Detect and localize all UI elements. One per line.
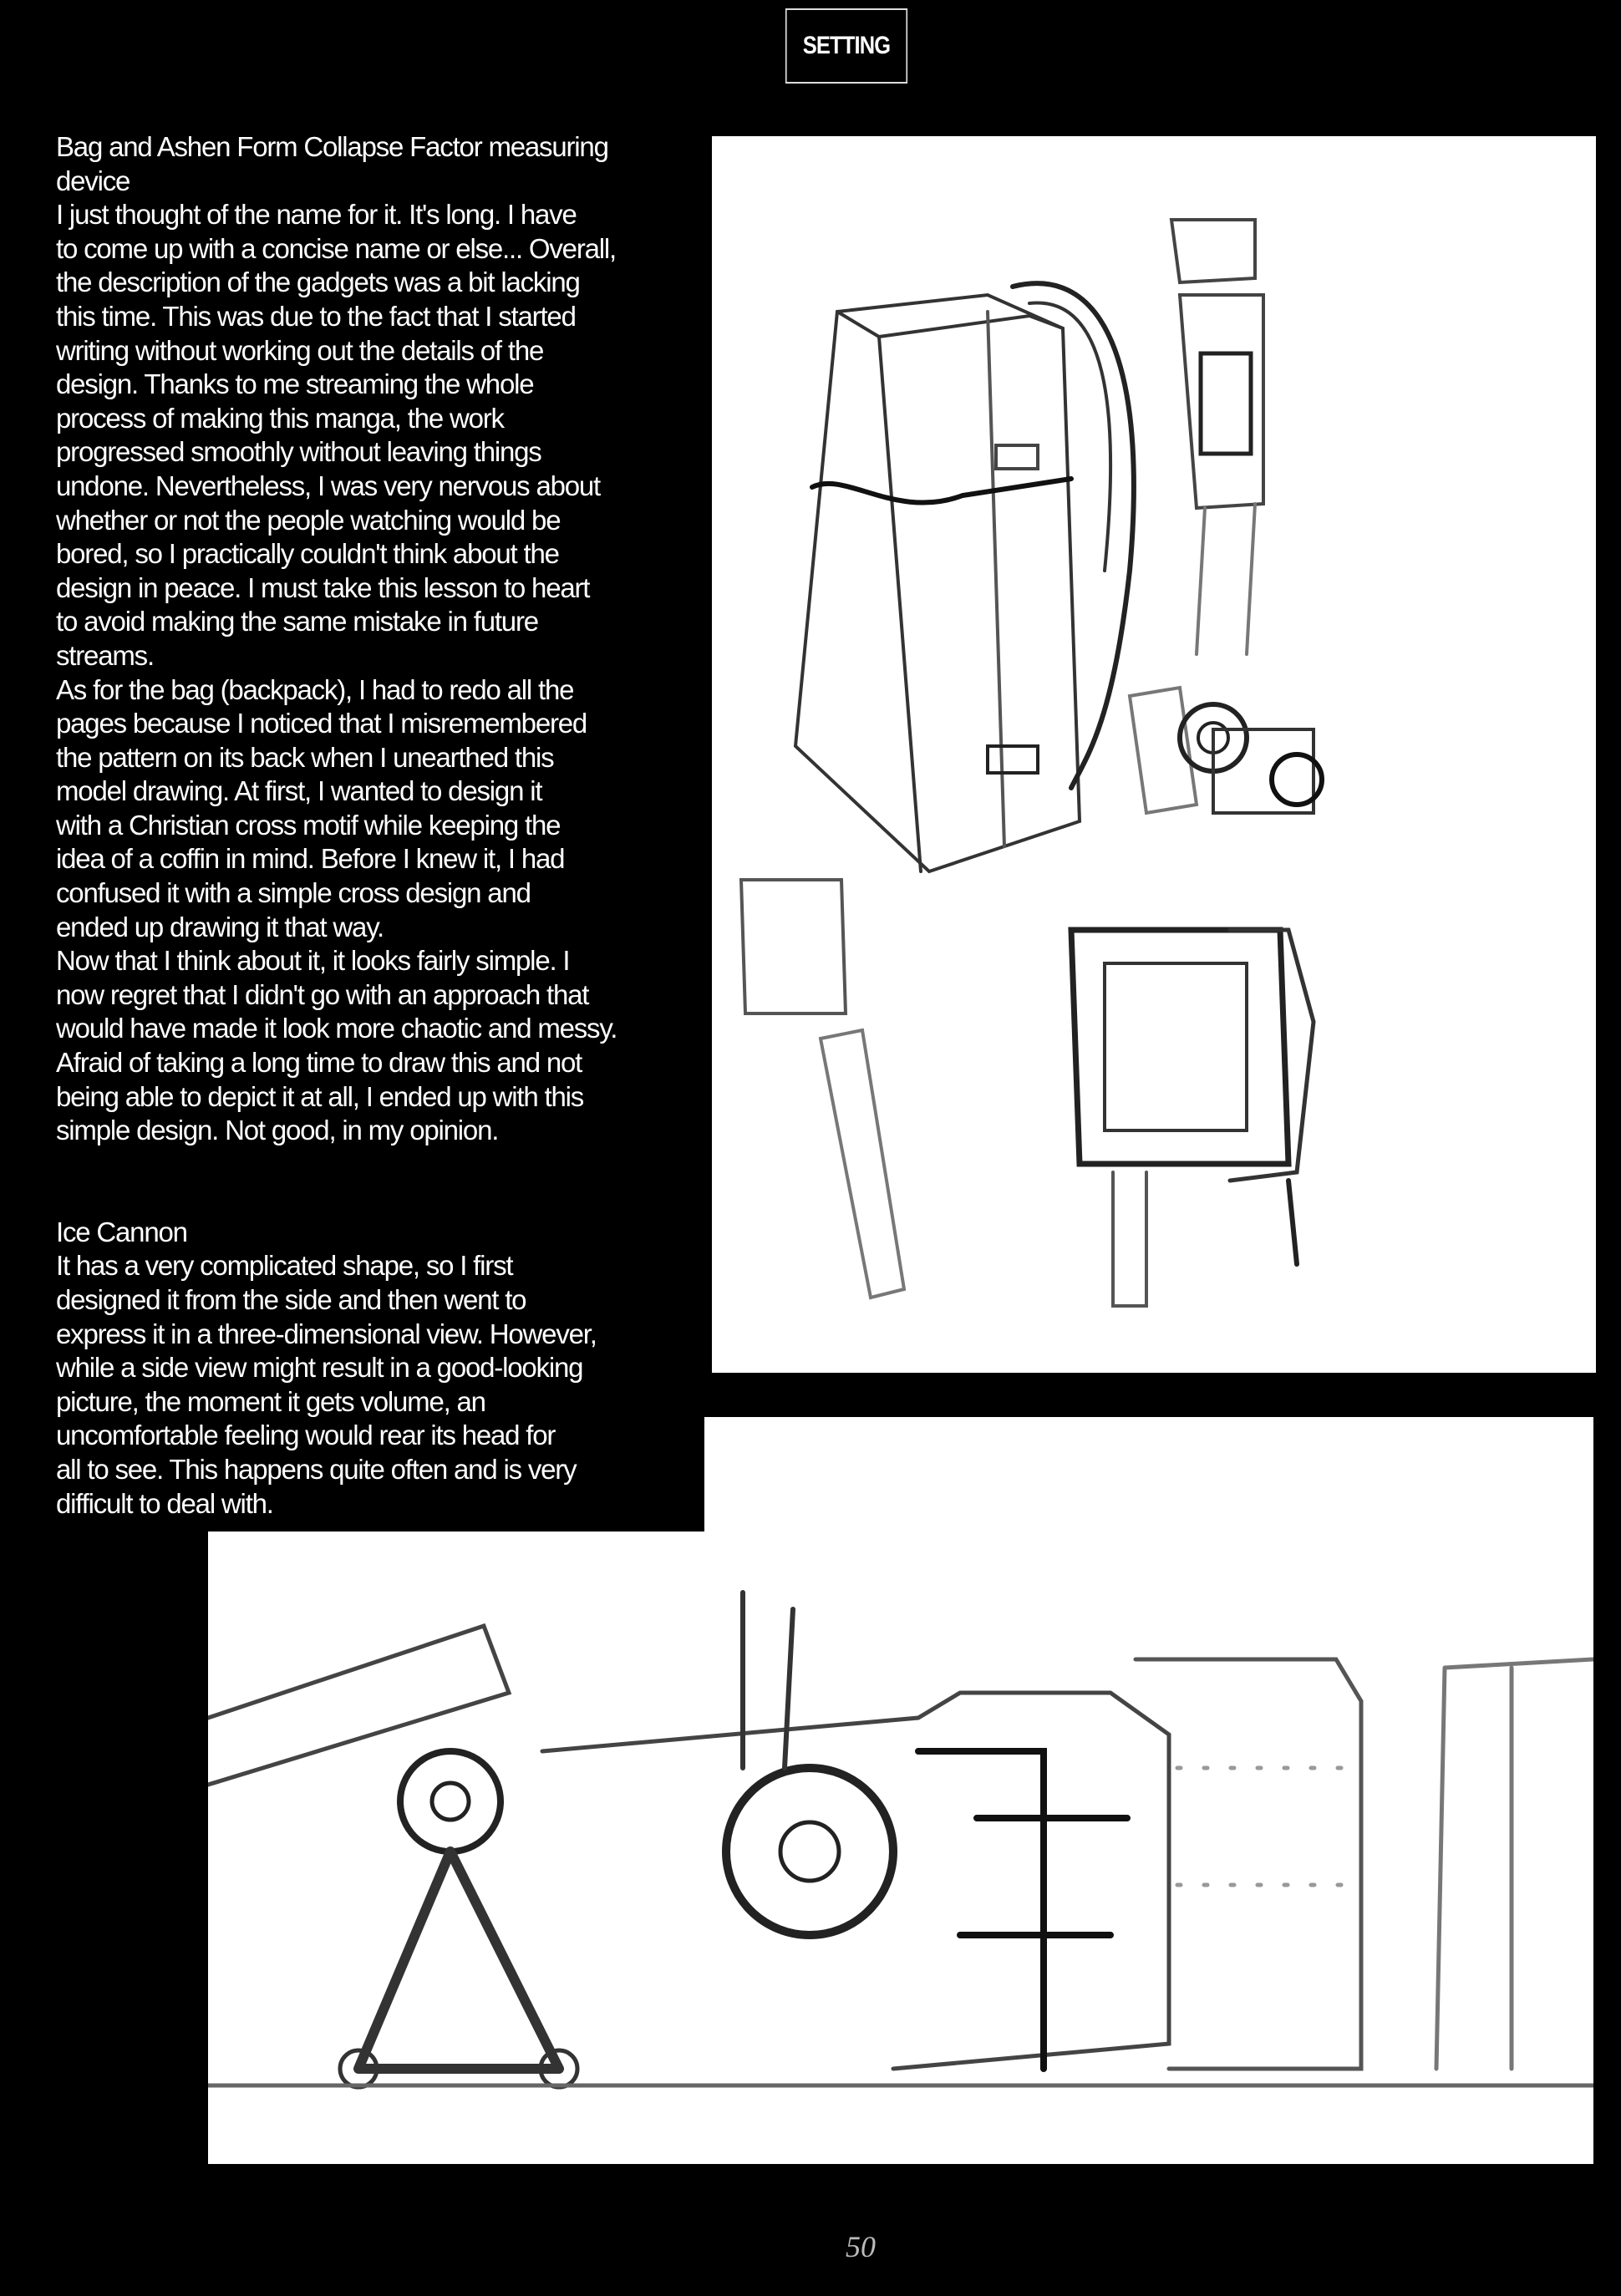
section-bag-device: Bag and Ashen Form Collapse Factor measu… <box>56 130 617 1148</box>
page-number: 50 <box>846 2230 876 2263</box>
text-line: to come up with a concise name or else..… <box>56 232 617 264</box>
text-line: picture, the moment it gets volume, an <box>56 1385 486 1417</box>
text-line: would have made it look more chaotic and… <box>56 1013 617 1044</box>
text-line: to avoid making the same mistake in futu… <box>56 606 539 637</box>
text-line: this time. This was due to the fact that… <box>56 300 577 332</box>
text-line: uncomfortable feeling would rear its hea… <box>56 1420 556 1451</box>
text-line: being able to depict it at all, I ended … <box>56 1080 584 1112</box>
text-line: writing without working out the details … <box>56 334 544 366</box>
text-line: design in peace. I must take this lesson… <box>56 571 590 603</box>
text-line: process of making this manga, the work <box>56 402 505 434</box>
text-line: the description of the gadgets was a bit… <box>56 267 581 298</box>
text-line: Afraid of taking a long time to draw thi… <box>56 1047 582 1079</box>
commentary-panel <box>0 125 704 1532</box>
text-line: now regret that I didn't go with an appr… <box>56 978 589 1010</box>
text-line: ended up drawing it that way. <box>56 911 384 942</box>
section-title: Ice Cannon <box>56 1216 188 1247</box>
text-line: undone. Nevertheless, I was very nervous… <box>56 470 601 501</box>
section-title: Bag and Ashen Form Collapse Factor measu… <box>56 131 609 162</box>
text-line: designed it from the side and then went … <box>56 1284 527 1315</box>
section-header-label: SETTING <box>802 32 891 59</box>
sketch-bag-and-device <box>712 136 1596 1373</box>
text-line: Now that I think about it, it looks fair… <box>56 945 571 977</box>
commentary-text: Bag and Ashen Form Collapse Factor measu… <box>56 130 617 1521</box>
text-line: I just thought of the name for it. It's … <box>56 199 577 231</box>
text-line: the pattern on its back when I unearthed… <box>56 741 555 773</box>
text-line: model drawing. At first, I wanted to des… <box>56 775 542 807</box>
text-line: streams. <box>56 639 155 671</box>
text-line: while a side view might result in a good… <box>56 1352 583 1384</box>
text-line: idea of a coffin in mind. Before I knew … <box>56 843 566 875</box>
text-line: pages because I noticed that I misrememb… <box>56 708 587 739</box>
text-line: design. Thanks to me streaming the whole <box>56 368 535 400</box>
text-line: As for the bag (backpack), I had to redo… <box>56 673 574 705</box>
section-header-setting: SETTING <box>785 8 908 84</box>
text-line: difficult to deal with. <box>56 1487 274 1519</box>
text-line: bored, so I practically couldn't think a… <box>56 538 560 570</box>
text-line: whether or not the people watching would… <box>56 504 562 536</box>
text-line: confused it with a simple cross design a… <box>56 877 531 909</box>
text-line: It has a very complicated shape, so I fi… <box>56 1250 514 1282</box>
text-line: progressed smoothly without leaving thin… <box>56 436 542 468</box>
text-line: express it in a three-dimensional view. … <box>56 1318 597 1349</box>
sketch-ice-cannon <box>208 1417 1593 2164</box>
text-line: all to see. This happens quite often and… <box>56 1453 577 1485</box>
text-line: device <box>56 165 130 196</box>
text-line: simple design. Not good, in my opinion. <box>56 1115 499 1146</box>
text-line: with a Christian cross motif while keepi… <box>56 809 561 841</box>
